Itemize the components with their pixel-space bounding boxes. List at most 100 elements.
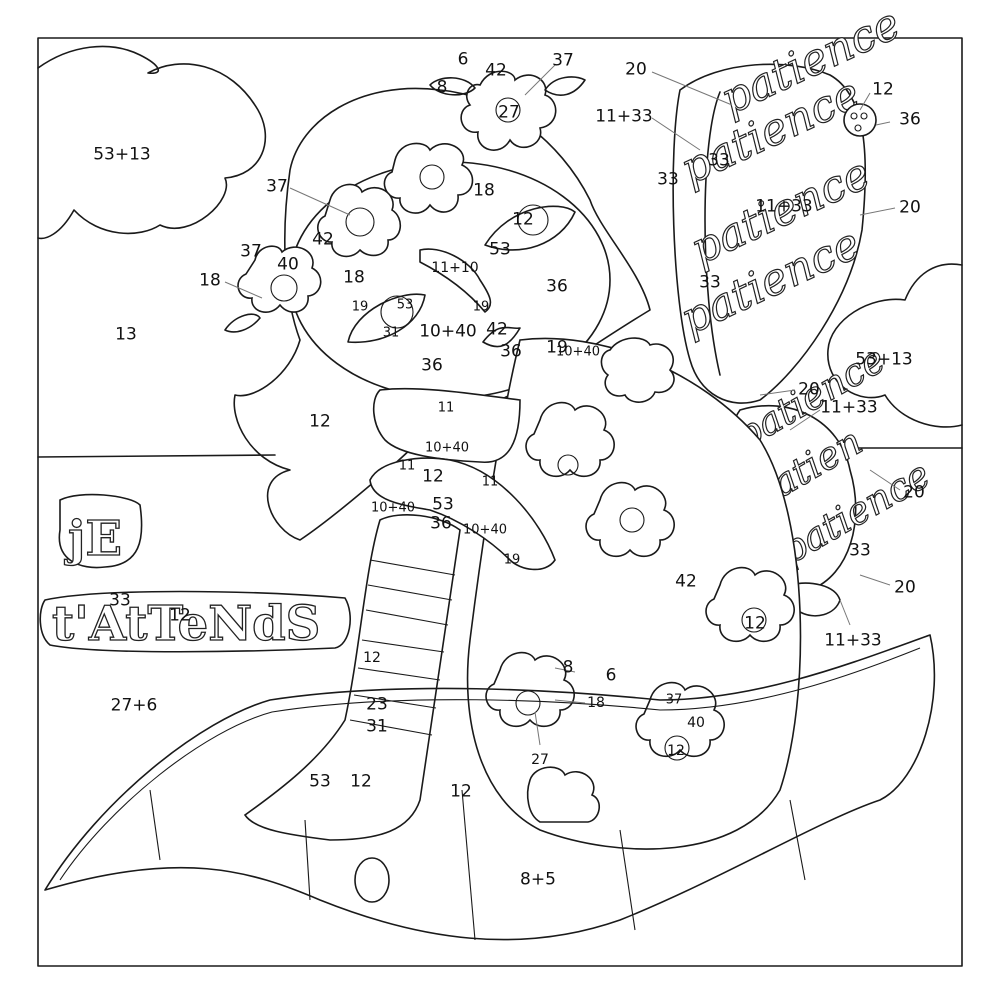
region-number-bug-12: 12 bbox=[872, 79, 894, 100]
region-number-dress-12: 12 bbox=[744, 613, 766, 634]
region-number-boot-53: 53 bbox=[309, 771, 331, 792]
horizon-left bbox=[37, 454, 276, 458]
region-number-leg-31: 31 bbox=[366, 716, 388, 737]
region-number-wing-33b: 33 bbox=[657, 169, 679, 190]
region-number-title-33: 33 bbox=[109, 590, 131, 611]
flower-top bbox=[429, 70, 586, 151]
region-number-leg-23: 23 bbox=[366, 694, 388, 715]
ground-bug bbox=[354, 857, 390, 903]
region-number-eye-r-12: 12 bbox=[512, 209, 534, 230]
region-number-arm-11c: 11 bbox=[481, 474, 499, 490]
region-number-dfl-8: 8 bbox=[562, 657, 574, 678]
region-number-arm-12: 12 bbox=[422, 466, 444, 487]
region-number-arm-1040a: 10+40 bbox=[425, 440, 469, 456]
cloud-left bbox=[37, 45, 267, 240]
flower-hair-2 bbox=[317, 183, 401, 258]
region-number-cloud-left: 53+13 bbox=[93, 144, 151, 165]
region-number-top-42: 42 bbox=[485, 60, 507, 81]
region-number-boot-12: 12 bbox=[350, 771, 372, 792]
region-number-wing-33c: 33 bbox=[699, 272, 721, 293]
leader-lines bbox=[224, 64, 901, 746]
region-number-hand-53: 53 bbox=[432, 494, 454, 515]
hand bbox=[369, 457, 556, 571]
arm bbox=[372, 387, 521, 463]
region-number-brow-19: 19 bbox=[472, 299, 490, 315]
region-number-top-27: 27 bbox=[498, 102, 520, 123]
region-number-top-8: 8 bbox=[436, 77, 448, 98]
title-je: jE bbox=[64, 511, 122, 567]
region-number-wing2-1133a: 11+33 bbox=[820, 397, 878, 418]
region-number-sky-left: 13 bbox=[115, 324, 137, 345]
eye-right-iris bbox=[517, 204, 549, 236]
flower-hair-1 bbox=[383, 142, 474, 214]
eye-left bbox=[347, 293, 426, 344]
region-number-leg-12a: 12 bbox=[363, 650, 381, 666]
region-number-brow: 11+10 bbox=[431, 260, 479, 276]
region-number-dfl-12: 12 bbox=[667, 743, 685, 759]
title-banner-tattends bbox=[39, 590, 351, 653]
region-number-fl-37a: 37 bbox=[266, 176, 288, 197]
region-number-arm-11a: 11 bbox=[437, 400, 455, 416]
flower-hair-3 bbox=[224, 245, 322, 333]
region-number-face-1040: 10+40 bbox=[419, 321, 477, 342]
region-number-mouth-42: 42 bbox=[486, 319, 508, 340]
region-number-fl-42a: 42 bbox=[312, 229, 334, 250]
region-number-collar-1040: 10+40 bbox=[556, 344, 600, 360]
eye-right bbox=[484, 205, 576, 251]
region-number-fl-18a: 18 bbox=[473, 180, 495, 201]
title-tattends: t'AtTeNdS bbox=[52, 596, 320, 652]
region-number-leaf-85: 8+5 bbox=[520, 869, 556, 890]
page-frame bbox=[37, 37, 963, 967]
region-number-wing-20b: 20 bbox=[899, 197, 921, 218]
region-number-top-6: 6 bbox=[457, 49, 469, 70]
region-number-ground-left: 27+6 bbox=[110, 695, 158, 716]
mouth bbox=[482, 326, 521, 348]
region-number-fl-37b: 37 bbox=[240, 241, 262, 262]
region-number-eye-r-53: 53 bbox=[489, 239, 511, 260]
region-number-arm-1040b: 10+40 bbox=[371, 500, 415, 516]
region-number-fl-18b: 18 bbox=[199, 270, 221, 291]
region-number-eye-l-31: 31 bbox=[382, 325, 400, 341]
region-number-wing-1133b: 11+33 bbox=[755, 196, 813, 217]
region-number-wing2-20b: 20 bbox=[903, 482, 925, 503]
ladybug bbox=[843, 103, 877, 137]
region-number-dfl-27: 27 bbox=[531, 752, 549, 768]
region-number-wing-33a: 33 bbox=[708, 150, 730, 171]
region-number-mouth-36: 36 bbox=[500, 341, 522, 362]
leg bbox=[243, 514, 461, 841]
region-number-wing2-20c: 20 bbox=[894, 577, 916, 598]
region-number-face-36b: 36 bbox=[421, 355, 443, 376]
region-number-leaf-12: 12 bbox=[450, 781, 472, 802]
brow bbox=[419, 248, 492, 313]
eye-left-iris bbox=[380, 295, 414, 329]
region-number-arm-11b: 11 bbox=[398, 458, 416, 474]
region-number-wing2-20a: 20 bbox=[798, 379, 820, 400]
region-number-fl-40b: 40 bbox=[277, 254, 299, 275]
region-number-dfl-6: 6 bbox=[605, 665, 617, 686]
wing-upper-inner bbox=[704, 91, 721, 376]
region-number-wing2-1133b: 11+33 bbox=[824, 630, 882, 651]
region-number-dfl-40: 40 bbox=[687, 715, 705, 731]
region-number-hand-19: 19 bbox=[503, 552, 521, 568]
region-number-dfl-37: 37 bbox=[665, 692, 683, 708]
region-number-wing-1133a: 11+33 bbox=[595, 106, 653, 127]
title-banner-je bbox=[58, 493, 143, 569]
region-number-hair-12: 12 bbox=[309, 411, 331, 432]
region-number-cloud-right: 53+13 bbox=[855, 349, 913, 370]
region-number-collar-19: 19 bbox=[546, 337, 568, 358]
region-number-title-12: 12 bbox=[169, 605, 191, 626]
region-number-arm-1040c: 10+40 bbox=[463, 522, 507, 538]
region-number-eye-l-19a: 19 bbox=[351, 299, 369, 315]
region-number-face-36a: 36 bbox=[546, 276, 568, 297]
region-number-top-37: 37 bbox=[552, 50, 574, 71]
region-number-bug-36: 36 bbox=[899, 109, 921, 130]
region-number-hand-36: 36 bbox=[430, 513, 452, 534]
ground-leaf-inner bbox=[59, 647, 921, 881]
ground-leaf bbox=[44, 634, 936, 941]
leg-stripes bbox=[349, 559, 456, 736]
dress-flowers bbox=[485, 337, 795, 823]
region-number-wing2-33: 33 bbox=[849, 540, 871, 561]
region-number-fl-18c: 18 bbox=[343, 267, 365, 288]
cloud-right bbox=[827, 263, 963, 428]
